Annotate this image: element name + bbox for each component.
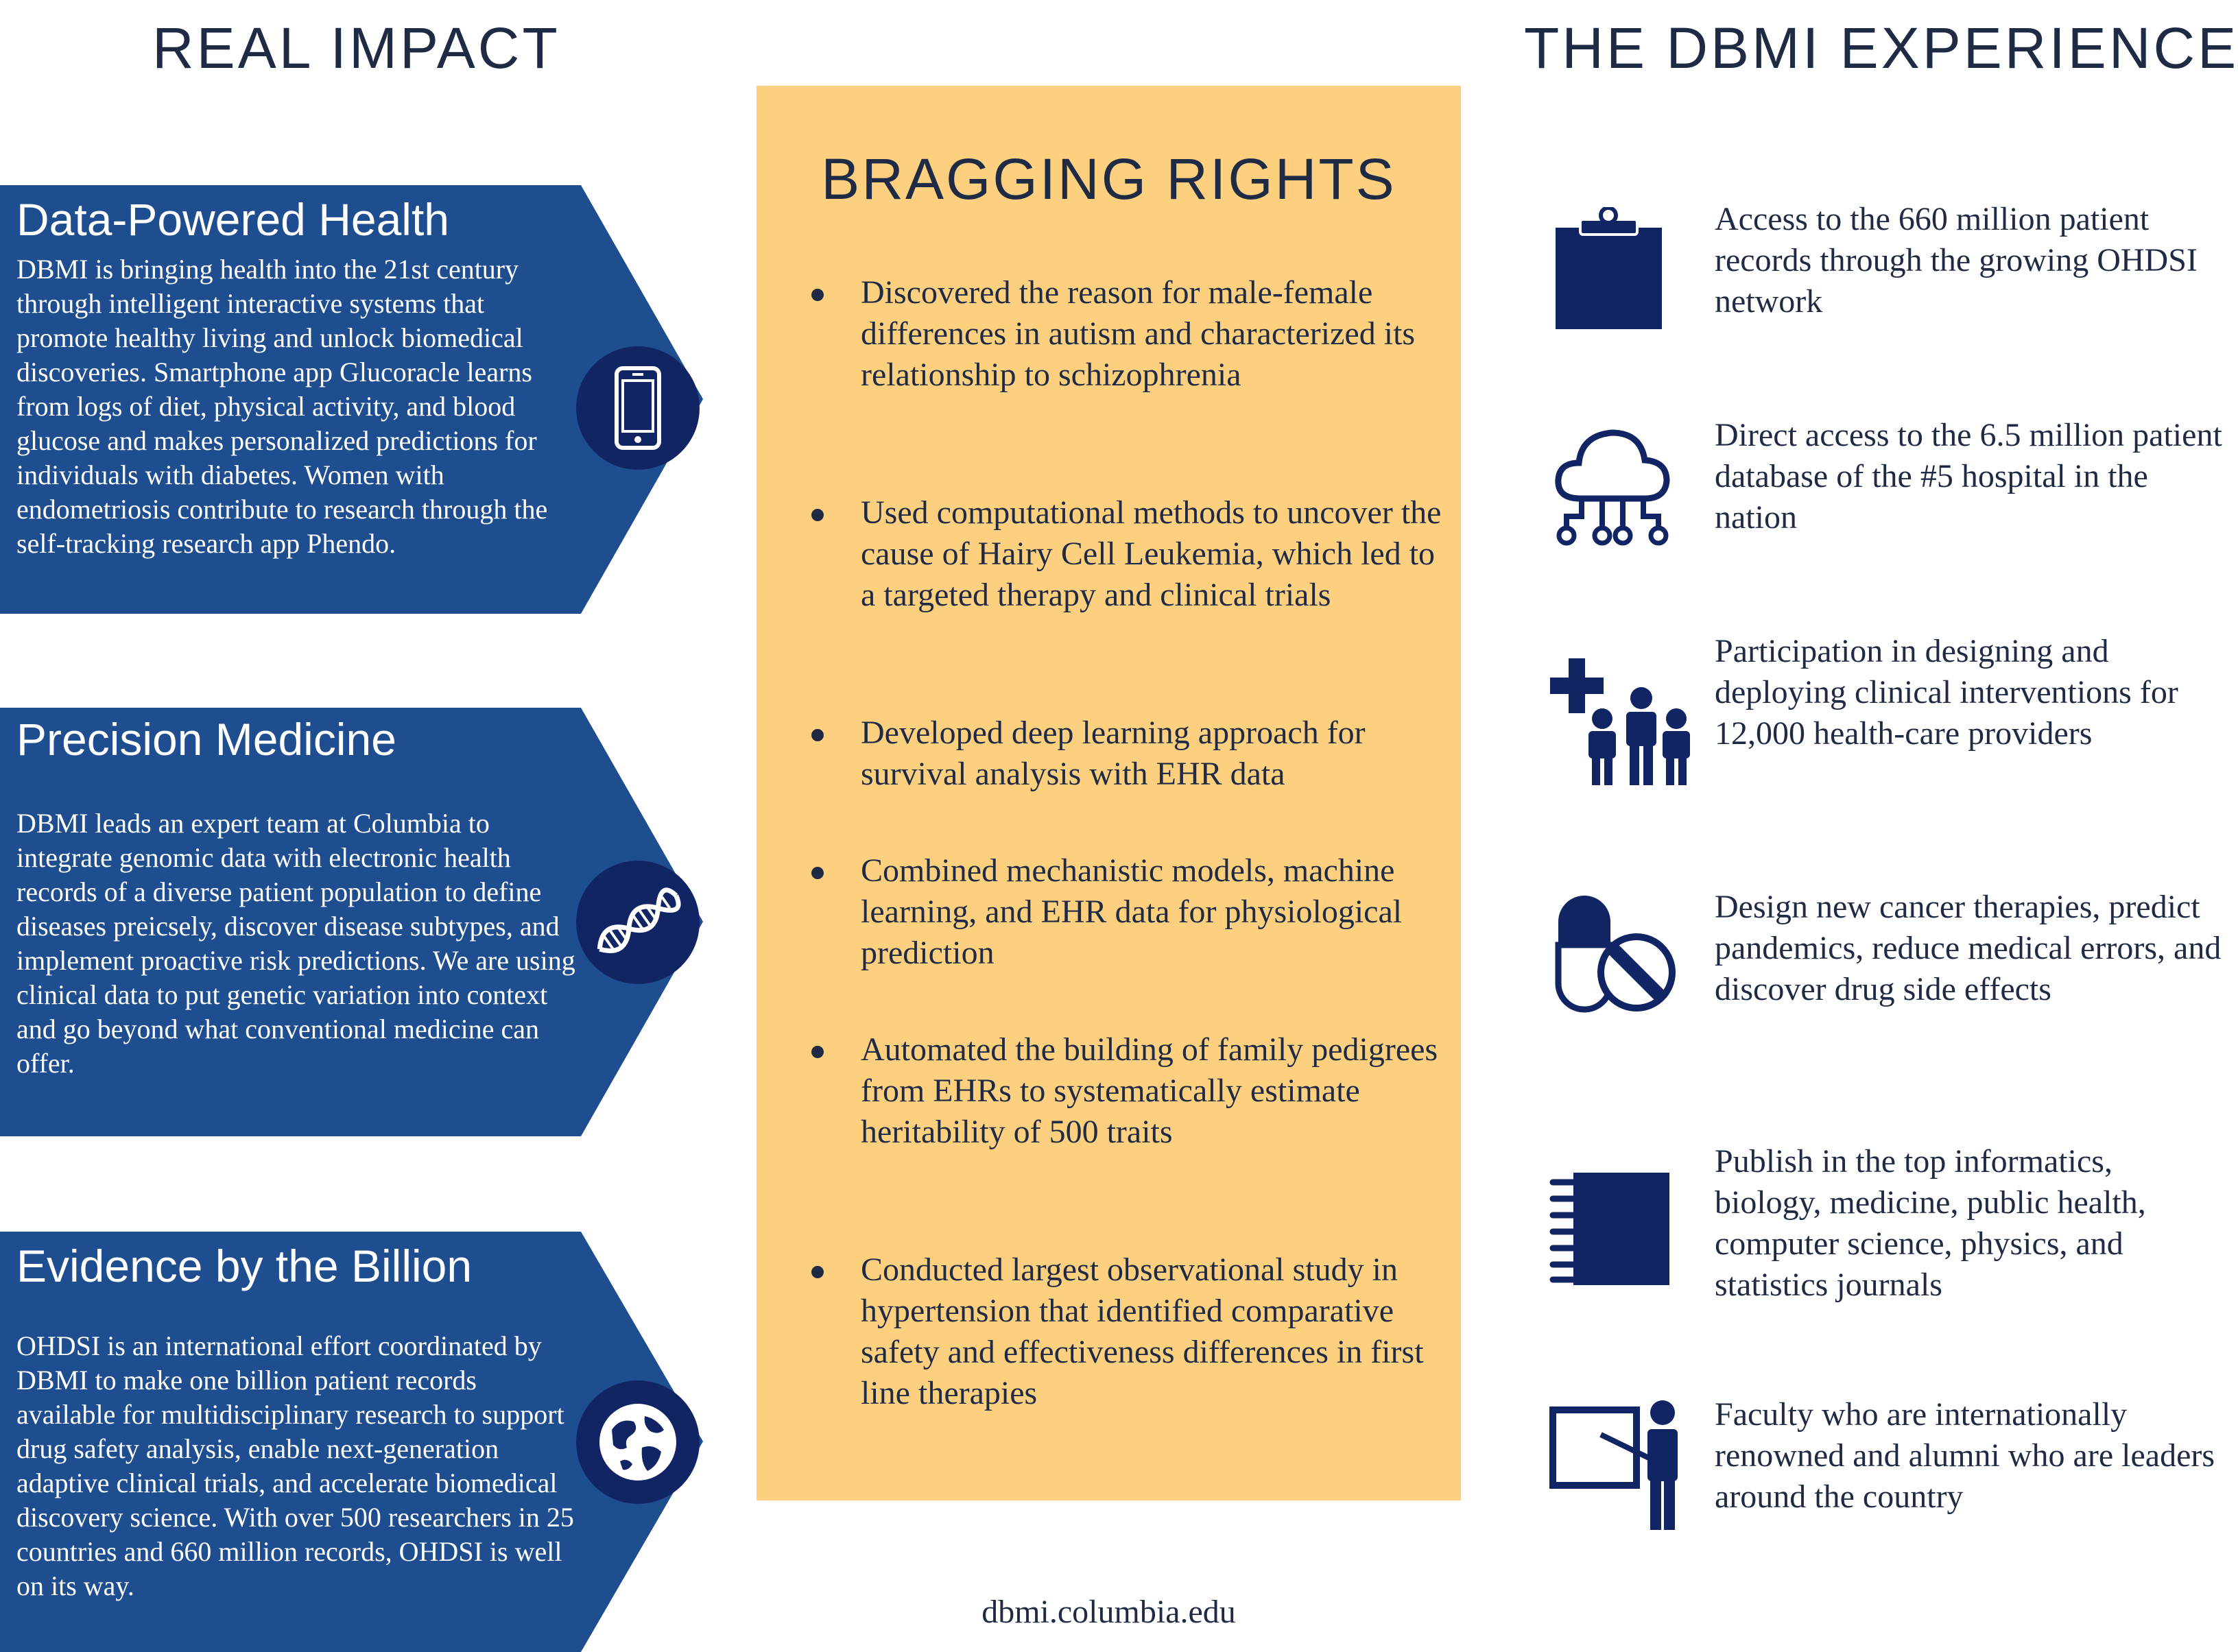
impact-card-body: OHDSI is an international effort coordin… bbox=[16, 1330, 574, 1601]
card-background bbox=[0, 1232, 703, 1652]
smartphone-icon bbox=[576, 346, 700, 470]
notebook-icon bbox=[1549, 1170, 1672, 1286]
teacher-icon bbox=[1549, 1396, 1686, 1530]
experience-item-text: Participation in designing and deploying… bbox=[1715, 633, 2178, 752]
cloud-network-icon bbox=[1549, 422, 1676, 549]
bragging-item: Automated the building of family pedigre… bbox=[861, 1031, 1438, 1150]
impact-card-body: DBMI is bringing health into the 21st ce… bbox=[16, 254, 548, 559]
real-impact-heading: REAL IMPACT bbox=[152, 16, 560, 80]
bragging-item: Used computational methods to uncover th… bbox=[861, 494, 1442, 613]
dbmi-experience-heading: THE DBMI EXPERIENCE bbox=[1524, 16, 2238, 80]
card-background bbox=[0, 185, 703, 614]
medical-team-icon bbox=[1549, 658, 1693, 785]
bragging-rights-panel: BRAGGING RIGHTS Discovered the reason fo… bbox=[757, 86, 1461, 1500]
footer-url-link[interactable]: dbmi.columbia.edu bbox=[981, 1594, 1236, 1630]
impact-card-precision-medicine: Precision Medicine DBMI leads an expert … bbox=[0, 708, 703, 1136]
impact-card-data-powered-health: Data-Powered Health DBMI is bringing hea… bbox=[0, 185, 703, 614]
impact-card-body: DBMI leads an expert team at Columbia to… bbox=[16, 808, 575, 1079]
bullet-marker bbox=[811, 1046, 824, 1058]
dna-icon bbox=[576, 861, 700, 984]
bullet-marker bbox=[811, 289, 824, 301]
bragging-item: Combined mechanistic models, machine lea… bbox=[861, 852, 1403, 971]
bragging-item: Conducted largest observational study in… bbox=[861, 1252, 1424, 1411]
experience-item-text: Access to the 660 million patient record… bbox=[1715, 201, 2198, 320]
bragging-item: Discovered the reason for male-female di… bbox=[861, 274, 1416, 393]
pills-icon bbox=[1549, 890, 1676, 1014]
experience-item-text: Direct access to the 6.5 million patient… bbox=[1715, 417, 2222, 536]
experience-item-text: Publish in the top informatics, biology,… bbox=[1715, 1143, 2146, 1303]
bragging-item: Developed deep learning approach for sur… bbox=[861, 715, 1366, 792]
experience-item-text: Design new cancer therapies, predict pan… bbox=[1715, 889, 2222, 1007]
experience-item-text: Faculty who are internationally renowned… bbox=[1715, 1396, 2215, 1515]
impact-card-title: Data-Powered Health bbox=[16, 194, 449, 245]
bullet-marker bbox=[811, 509, 824, 521]
impact-card-title: Evidence by the Billion bbox=[16, 1241, 473, 1291]
impact-card-title: Precision Medicine bbox=[16, 714, 396, 765]
globe-icon bbox=[576, 1380, 700, 1504]
card-background bbox=[0, 708, 703, 1136]
impact-card-evidence-by-the-billion: Evidence by the Billion OHDSI is an inte… bbox=[0, 1232, 703, 1652]
bullet-marker bbox=[811, 867, 824, 879]
bullet-marker bbox=[811, 729, 824, 741]
bullet-marker bbox=[811, 1266, 824, 1278]
clipboard-icon bbox=[1549, 207, 1669, 331]
bragging-rights-title: BRAGGING RIGHTS bbox=[821, 147, 1396, 211]
